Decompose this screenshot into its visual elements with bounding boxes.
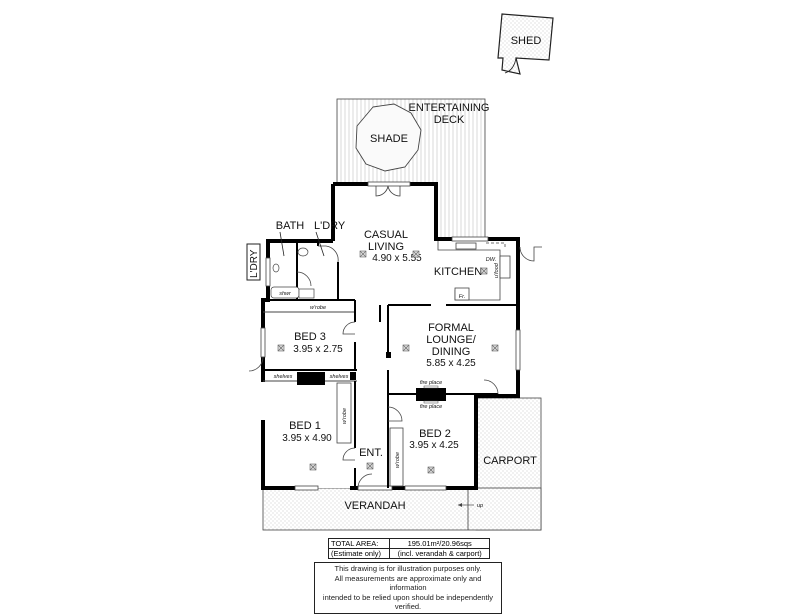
rwt-label: L'DRY bbox=[249, 249, 260, 278]
deck-label-1: ENTERTAINING bbox=[409, 102, 490, 114]
disclaimer-line-2: All measurements are approximate only an… bbox=[334, 573, 482, 593]
total-area-value: 195.01m²/20.96sqs bbox=[389, 538, 490, 549]
verandah-label: VERANDAH bbox=[344, 500, 405, 512]
bed2-dims: 3.95 x 4.25 bbox=[409, 440, 459, 451]
windows bbox=[260, 181, 521, 491]
total-area-note: (Estimate only) bbox=[327, 548, 391, 559]
lounge-label-3: DINING bbox=[432, 346, 471, 358]
fireplace-label-bottom: fire place bbox=[420, 404, 442, 410]
disclaimer-line-3: intended to be relied upon should be ind… bbox=[322, 592, 494, 612]
entry-label: ENT. bbox=[359, 447, 383, 459]
shed-label: SHED bbox=[511, 35, 542, 47]
disclaimer-line-1: This drawing is for illustration purpose… bbox=[334, 564, 482, 573]
wardrobe-bed1 bbox=[336, 382, 352, 444]
total-area-table: TOTAL AREA: 195.01m²/20.96sqs (Estimate … bbox=[327, 538, 490, 559]
casual-living-dims: 4.90 x 5.55 bbox=[372, 253, 422, 264]
dishwasher-label: DW. bbox=[486, 257, 497, 263]
shelves-left-label: shelves bbox=[274, 374, 293, 380]
casual-living-label-1: CASUAL bbox=[364, 229, 408, 241]
shower-label: shwr bbox=[279, 291, 292, 297]
carport-label: CARPORT bbox=[483, 455, 537, 467]
wardrobe-label-bed1: w'robe bbox=[342, 408, 348, 424]
wardrobe-bed2 bbox=[389, 427, 404, 487]
shade-sail bbox=[355, 103, 422, 172]
wardrobe-label-bed3: w'robe bbox=[310, 305, 326, 311]
bed3-label: BED 3 bbox=[294, 331, 326, 343]
total-area-value-note: (incl. verandah & carport) bbox=[389, 548, 490, 559]
bath-fixtures bbox=[270, 247, 315, 299]
shelves-right-label: shelves bbox=[330, 374, 349, 380]
fireplace-lounge bbox=[416, 388, 446, 401]
interior-doors bbox=[248, 245, 542, 489]
lounge-dims: 5.85 x 4.25 bbox=[426, 358, 476, 369]
bath-label: BATH bbox=[276, 220, 305, 232]
laundry-label: L'DRY bbox=[314, 220, 346, 232]
bed3-dims: 3.95 x 2.75 bbox=[293, 344, 343, 355]
up-label: up bbox=[477, 503, 483, 509]
bed1-label: BED 1 bbox=[289, 420, 321, 432]
kitchen-label: KITCHEN bbox=[434, 266, 482, 278]
label-arrows bbox=[279, 231, 325, 257]
fridge-label: Fr. bbox=[459, 294, 466, 300]
bed2-label: BED 2 bbox=[419, 428, 451, 440]
cooktop-label: u'food bbox=[494, 262, 500, 278]
kitchen-bench bbox=[437, 241, 511, 301]
fireplace-bed bbox=[297, 372, 325, 385]
lounge-label-2: LOUNGE/ bbox=[426, 334, 476, 346]
fireplace-label-top: fire place bbox=[420, 380, 442, 386]
disclaimer: This drawing is for illustration purpose… bbox=[314, 562, 502, 614]
deck-label-2: DECK bbox=[434, 114, 465, 126]
french-doors bbox=[375, 185, 401, 197]
floor-plan: SHED ENTERTAINING DECK SHADE bbox=[246, 13, 554, 531]
casual-living-label-2: LIVING bbox=[368, 241, 404, 253]
bed1-dims: 3.95 x 4.90 bbox=[282, 433, 332, 444]
total-area-label: TOTAL AREA: bbox=[327, 538, 391, 549]
lounge-label-1: FORMAL bbox=[428, 322, 474, 334]
shade-label: SHADE bbox=[370, 133, 408, 145]
rainwater-tank: L'DRY bbox=[246, 243, 261, 281]
wardrobe-label-bed2: w'robe bbox=[395, 452, 401, 468]
shed: SHED bbox=[497, 13, 554, 75]
